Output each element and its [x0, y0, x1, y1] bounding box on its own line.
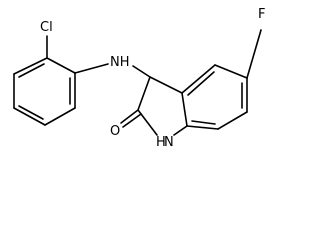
bond — [173, 125, 188, 136]
bond — [181, 64, 216, 94]
chlorine-label: Cl — [40, 20, 53, 35]
bond — [217, 111, 248, 130]
bond — [74, 63, 109, 74]
oxygen-label: O — [110, 124, 120, 139]
bond — [246, 29, 262, 79]
carbonyl-bond — [122, 113, 142, 128]
fluorine-label: F — [258, 7, 265, 22]
bond — [149, 76, 183, 94]
molecule-drawing: Cl NH F O H N — [13, 7, 265, 150]
bond — [13, 107, 46, 126]
bond — [214, 64, 248, 79]
fluorobenzene-ring — [181, 29, 262, 130]
double-bond-inner — [191, 120, 216, 125]
bond — [186, 125, 219, 130]
double-bond-inner — [18, 63, 45, 78]
bond — [137, 76, 151, 111]
lactam-h-label: H — [156, 135, 166, 150]
double-bond-inner — [187, 71, 215, 96]
bond — [132, 65, 151, 78]
bond — [13, 57, 48, 75]
chlorophenyl-ring — [13, 35, 76, 126]
bond — [46, 57, 76, 74]
lactam-n-label: N — [164, 135, 174, 150]
double-bond-inner — [18, 105, 44, 120]
structure-canvas: Cl NH F O H N — [13, 7, 265, 150]
carbonyl-bond — [120, 109, 139, 124]
amine-label: NH — [110, 55, 130, 70]
bond — [181, 92, 188, 127]
bond — [44, 107, 76, 126]
lactam-ring — [120, 76, 188, 136]
